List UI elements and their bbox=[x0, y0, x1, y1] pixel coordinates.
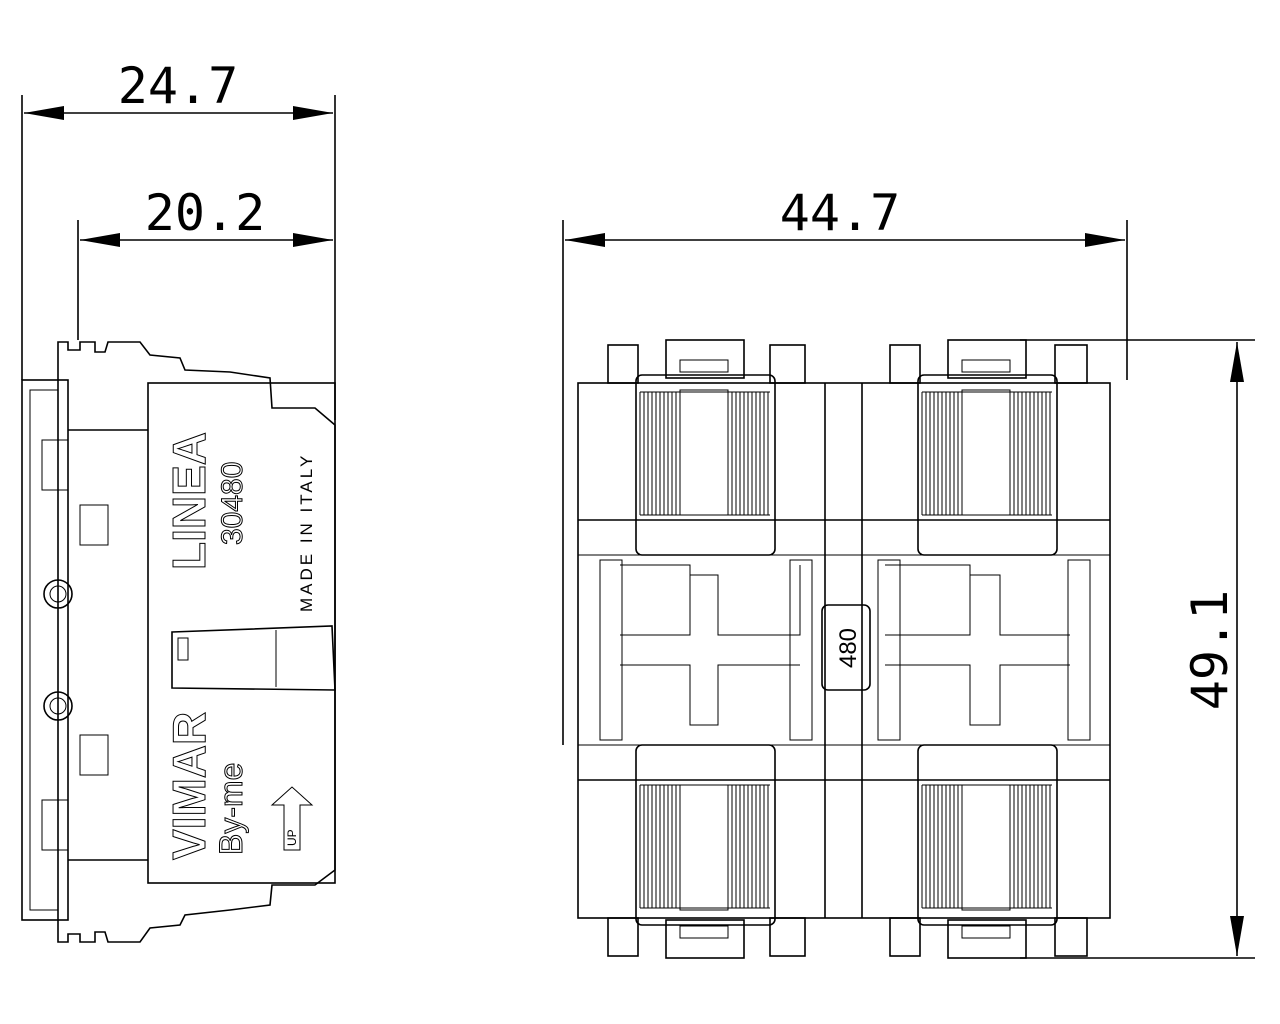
terminal-top-left bbox=[635, 339, 776, 556]
dimension-20-2: 20.2 bbox=[77, 184, 333, 340]
dimension-label: 24.7 bbox=[118, 57, 238, 115]
series-label: LINEA bbox=[163, 432, 215, 570]
dimension-49-1: 49.1 bbox=[1020, 339, 1255, 959]
terminal-top-right bbox=[917, 339, 1058, 556]
arrow-label: UP bbox=[285, 829, 299, 846]
brand-logo: VIMAR bbox=[163, 712, 215, 860]
up-arrow-icon: UP bbox=[270, 786, 314, 851]
product-code: 30480 bbox=[216, 462, 249, 545]
origin-text: MADE IN ITALY bbox=[297, 453, 316, 612]
terminal-bottom-right bbox=[917, 744, 1058, 959]
dimension-24-7: 24.7 bbox=[21, 57, 336, 420]
terminal-bottom-left bbox=[635, 744, 776, 959]
dimension-label: 20.2 bbox=[145, 184, 265, 242]
front-view: 480 bbox=[577, 339, 1111, 959]
center-code: 480 bbox=[835, 628, 862, 668]
dimension-44-7: 44.7 bbox=[562, 184, 1128, 745]
dimension-label: 44.7 bbox=[780, 184, 900, 242]
system-label: By-me bbox=[213, 763, 249, 855]
terminal-ribs bbox=[639, 392, 1051, 908]
side-view: LINEA 30480 MADE IN ITALY VIMAR By-me UP bbox=[21, 341, 336, 943]
dimension-label: 49.1 bbox=[1181, 590, 1239, 710]
